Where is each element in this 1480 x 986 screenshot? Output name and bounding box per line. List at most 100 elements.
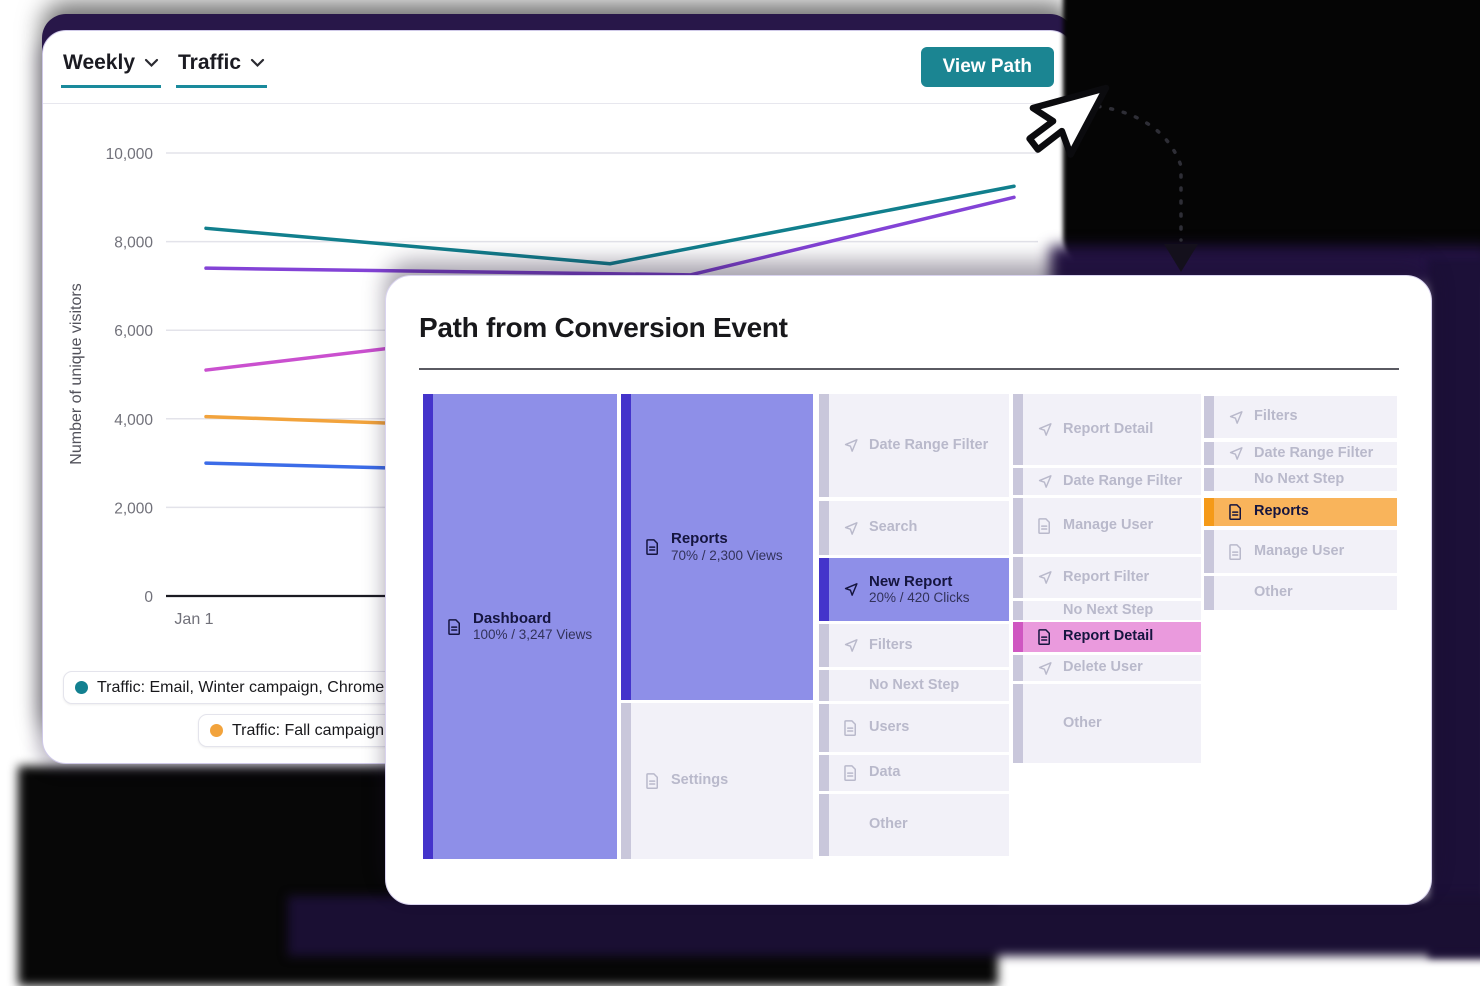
path-item-label: Delete User bbox=[1063, 659, 1143, 676]
y-axis-title: Number of unique visitors bbox=[68, 283, 85, 464]
doc-icon bbox=[445, 618, 463, 636]
flow-stripe bbox=[1204, 530, 1214, 573]
path-item-manage-user[interactable]: Manage User bbox=[1204, 530, 1397, 573]
cursor-icon bbox=[1035, 473, 1053, 491]
path-item-label: Other bbox=[1254, 584, 1293, 601]
doc-icon bbox=[841, 764, 859, 782]
marketing-graphic: { "back_card": { "filters": [ {"label": … bbox=[18, 0, 1480, 986]
legend-dot-teal bbox=[75, 681, 88, 694]
path-item-filters[interactable]: Filters bbox=[1204, 396, 1397, 438]
chart-line-4 bbox=[204, 461, 394, 470]
chart-line-2 bbox=[204, 346, 394, 372]
path-item-date-range-filter[interactable]: Date Range Filter bbox=[1204, 442, 1397, 465]
icon-spacer bbox=[841, 677, 859, 695]
path-item-label: Date Range Filter bbox=[869, 436, 989, 453]
path-item-other[interactable]: Other bbox=[1204, 576, 1397, 610]
flow-stripe bbox=[621, 703, 631, 859]
doc-icon bbox=[1035, 517, 1053, 535]
path-item-no-next-step[interactable]: No Next Step bbox=[1204, 468, 1397, 491]
path-item-text: Reports bbox=[1254, 503, 1309, 520]
path-item-no-next-step[interactable]: No Next Step bbox=[819, 670, 1009, 701]
flow-stripe bbox=[819, 794, 829, 856]
path-item-other[interactable]: Other bbox=[1013, 684, 1201, 763]
path-item-label: Settings bbox=[671, 772, 729, 789]
path-item-report-detail[interactable]: Report Detail bbox=[1013, 394, 1201, 465]
traffic-dropdown[interactable]: Traffic bbox=[176, 47, 268, 88]
path-item-report-detail[interactable]: Report Detail bbox=[1013, 622, 1201, 652]
path-item-no-next-step[interactable]: No Next Step bbox=[1013, 601, 1201, 620]
doc-icon bbox=[643, 772, 661, 790]
path-item-label: Manage User bbox=[1254, 542, 1345, 559]
path-item-settings[interactable]: Settings bbox=[621, 703, 813, 859]
path-item-label: Other bbox=[1063, 714, 1102, 731]
page-title: Path from Conversion Event bbox=[419, 312, 788, 343]
flow-stripe bbox=[1013, 622, 1023, 652]
path-item-reports[interactable]: Reports bbox=[1204, 498, 1397, 526]
flow-stripe bbox=[1013, 655, 1023, 681]
path-item-label: Manage User bbox=[1063, 517, 1154, 534]
path-item-text: Report Filter bbox=[1063, 569, 1149, 586]
icon-spacer bbox=[1226, 584, 1244, 602]
flow-stripe bbox=[1204, 468, 1214, 491]
path-item-other[interactable]: Other bbox=[819, 794, 1009, 856]
path-item-label: Filters bbox=[869, 636, 913, 653]
flow-stripe bbox=[1204, 576, 1214, 610]
path-item-label: Report Filter bbox=[1063, 568, 1150, 585]
path-item-text: Date Range Filter bbox=[869, 437, 988, 454]
flow-stripe bbox=[819, 670, 829, 701]
path-item-date-range-filter[interactable]: Date Range Filter bbox=[1013, 468, 1201, 495]
path-item-search[interactable]: Search bbox=[819, 501, 1009, 555]
path-item-text: Settings bbox=[671, 772, 728, 789]
doc-icon bbox=[1035, 628, 1053, 646]
cursor-icon bbox=[1035, 421, 1053, 439]
path-item-sublabel: 20% / 420 Clicks bbox=[869, 590, 970, 606]
path-item-text: Other bbox=[1063, 715, 1102, 732]
flow-stripe bbox=[1204, 498, 1214, 526]
path-item-text: Report Detail bbox=[1063, 628, 1153, 645]
doc-icon bbox=[1226, 503, 1244, 521]
flow-stripe bbox=[1013, 498, 1023, 554]
y-tick-label: 4,000 bbox=[114, 412, 153, 429]
path-item-manage-user[interactable]: Manage User bbox=[1013, 498, 1201, 554]
path-item-delete-user[interactable]: Delete User bbox=[1013, 655, 1201, 681]
path-item-text: No Next Step bbox=[869, 677, 959, 694]
path-item-label: Date Range Filter bbox=[1254, 444, 1374, 461]
y-tick-label: 8,000 bbox=[114, 235, 153, 252]
y-tick-label: 10,000 bbox=[106, 146, 154, 163]
view-path-button[interactable]: View Path bbox=[920, 47, 1054, 87]
path-item-label: Report Detail bbox=[1063, 420, 1154, 437]
path-item-label: Date Range Filter bbox=[1063, 472, 1183, 489]
weekly-dropdown[interactable]: Weekly bbox=[61, 47, 161, 88]
doc-icon bbox=[1226, 543, 1244, 561]
cursor-icon bbox=[1226, 445, 1244, 463]
doc-icon bbox=[841, 719, 859, 737]
legend-chip-fall-campaign[interactable]: Traffic: Fall campaign, bbox=[198, 714, 404, 747]
flow-stripe bbox=[1013, 601, 1023, 620]
flow-stripe bbox=[1013, 557, 1023, 598]
dark-band-bottom bbox=[288, 896, 1480, 956]
chart-line-3 bbox=[204, 414, 394, 425]
path-item-report-filter[interactable]: Report Filter bbox=[1013, 557, 1201, 598]
path-item-text: Filters bbox=[869, 637, 913, 654]
path-item-filters[interactable]: Filters bbox=[819, 624, 1009, 667]
path-item-text: Delete User bbox=[1063, 659, 1143, 676]
icon-spacer bbox=[1226, 471, 1244, 489]
path-item-text: Date Range Filter bbox=[1254, 445, 1373, 462]
path-item-data[interactable]: Data bbox=[819, 755, 1009, 791]
traffic-dropdown-label: Traffic bbox=[178, 50, 242, 74]
path-item-text: Manage User bbox=[1063, 517, 1153, 534]
cursor-icon bbox=[1035, 569, 1053, 587]
path-item-text: Manage User bbox=[1254, 543, 1344, 560]
path-item-users[interactable]: Users bbox=[819, 704, 1009, 752]
path-item-text: Report Detail bbox=[1063, 421, 1153, 438]
path-item-text: Search bbox=[869, 519, 917, 536]
path-item-text: Other bbox=[1254, 584, 1293, 601]
path-item-date-range-filter[interactable]: Date Range Filter bbox=[819, 394, 1009, 497]
legend-chip-winter-campaign[interactable]: Traffic: Email, Winter campaign, Chrome bbox=[63, 671, 400, 704]
